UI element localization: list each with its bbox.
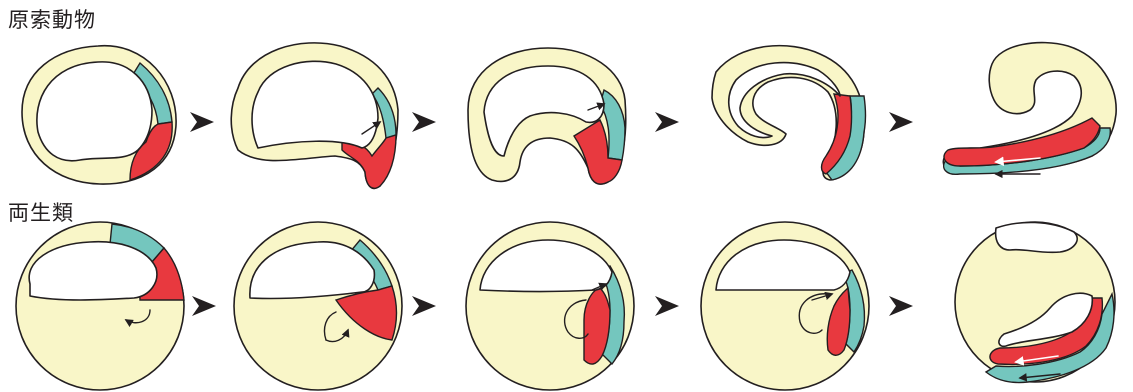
protochordate-stage-4 bbox=[712, 46, 866, 180]
right-arrowhead-icon bbox=[655, 296, 679, 316]
right-arrowhead-icon bbox=[655, 112, 679, 132]
amphibian-stage-3 bbox=[466, 222, 634, 390]
right-arrowhead-icon bbox=[889, 112, 913, 132]
amphibian-stage-5 bbox=[955, 222, 1115, 383]
protochordate-stage-2 bbox=[231, 43, 398, 188]
right-arrowhead-icon bbox=[412, 296, 436, 316]
right-arrowhead-icon bbox=[192, 296, 216, 316]
right-arrowhead-icon bbox=[889, 296, 913, 316]
right-arrowhead-icon bbox=[412, 112, 436, 132]
protochordate-stage-3 bbox=[468, 48, 626, 184]
amphibian-stage-4 bbox=[701, 222, 869, 390]
protochordate-stage-1 bbox=[22, 46, 176, 184]
protochordate-stage-5 bbox=[943, 43, 1116, 175]
right-arrowhead-icon bbox=[190, 112, 214, 132]
amphibian-stage-1 bbox=[16, 222, 184, 390]
amphibian-stage-2 bbox=[234, 222, 402, 390]
